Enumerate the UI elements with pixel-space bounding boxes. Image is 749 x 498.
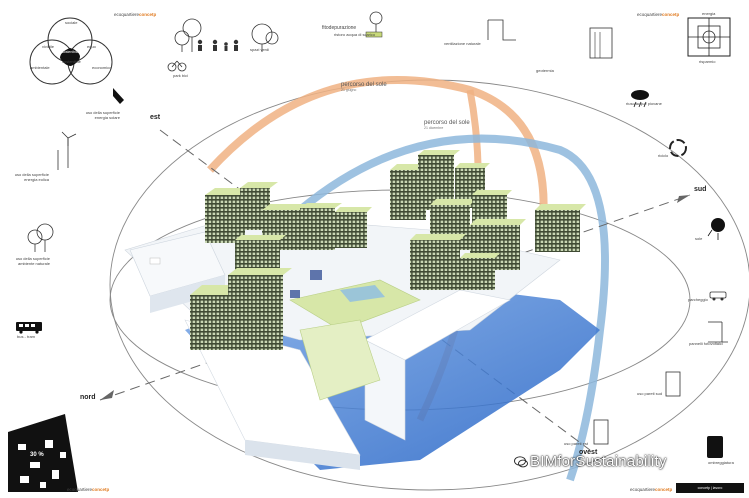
label-surface-solar: uso della superficie energia solare — [85, 110, 120, 120]
footer-box: concetp | lavoro — [676, 483, 744, 493]
green-ramp — [299, 319, 381, 401]
tower-cluster-left — [205, 182, 372, 270]
label-recycle: riciclo — [658, 153, 669, 158]
slab-left-side — [150, 275, 225, 313]
label-rain: riuso acque piovane — [626, 101, 662, 106]
trees-icon-top — [174, 18, 202, 52]
ventilation-icon — [487, 19, 516, 41]
label-energy-sub: risparmio — [699, 59, 716, 64]
site-plan-thumbnail — [8, 414, 78, 492]
venn-label-sostenibile: sostenibile — [62, 59, 81, 64]
courtyard-void-3 — [290, 290, 300, 298]
bicycle-icon — [167, 60, 187, 72]
label-park: park bici — [173, 73, 188, 78]
label-people: spazi verdi — [250, 47, 270, 52]
arrow-nord — [100, 390, 114, 400]
label-shading: ombreggiatura — [708, 460, 734, 465]
label-bus: bus - tram — [17, 334, 36, 339]
courtyard-void-2 — [310, 270, 322, 280]
venn-label-ambientale: ambientale — [30, 65, 50, 70]
venn-label-economico: economico — [92, 65, 112, 70]
car-icon — [709, 291, 727, 301]
wind-turbine-icon — [57, 131, 77, 170]
venn-center: sostenibilità — [62, 50, 81, 54]
label-parking: parcheggio — [688, 297, 708, 302]
trees-icon-top-right — [251, 23, 279, 52]
energy-compass-icon — [687, 17, 731, 57]
plan-percent: 30 % — [30, 452, 44, 458]
direction-sud: sud — [694, 186, 707, 193]
brand-bottom-left: ecoquartiereconcetp — [67, 487, 110, 492]
rain-icon — [631, 90, 649, 108]
water-pool — [340, 285, 385, 302]
wall-south-icon — [665, 371, 681, 397]
tower-cluster-front — [190, 268, 292, 350]
slab-front-side — [245, 440, 360, 470]
green-court — [289, 279, 421, 331]
venn-label-vivibile: vivibile — [42, 44, 55, 49]
wall-east-icon — [593, 419, 609, 445]
label-energy: energia — [702, 11, 716, 16]
recycle-icon — [669, 139, 687, 157]
label-geothermal: geotermia — [536, 68, 554, 73]
label-ventilation: ventilazione naturale — [444, 41, 481, 46]
bus-icon — [16, 322, 42, 334]
label-wall-east: uso pareti est — [564, 441, 589, 446]
people-icon — [197, 39, 239, 51]
facade-icon — [708, 321, 728, 343]
label-facade: pannelli fotovoltaici — [689, 341, 723, 346]
direction-nord: nord — [80, 394, 96, 401]
venn-diagram — [29, 17, 113, 85]
sun-icon — [711, 218, 725, 232]
venn-label-sociale: sociale — [65, 20, 78, 25]
wechat-icon — [514, 456, 528, 468]
label-green-surface: uso della superficie ambiente naturale — [15, 256, 50, 266]
courtyard-void-1 — [149, 257, 161, 265]
brand-top-left: ecoquartiereconcetp — [114, 12, 157, 17]
label-wall-south: uso pareti sud — [637, 391, 663, 396]
phyto-icon — [365, 11, 383, 38]
label-wind: uso della superficie energia eolica — [14, 172, 49, 182]
trees-icon-left — [27, 223, 54, 252]
watermark-text: BIMforSustainability — [530, 453, 667, 470]
label-fitodepurazione: fitodepurazione — [322, 25, 357, 31]
sun-path-summer — [207, 76, 548, 251]
tower-cluster-right — [390, 150, 586, 290]
geothermal-icon — [589, 27, 613, 59]
venn-label-equo: equo — [87, 44, 96, 49]
solar-panel-icon — [113, 88, 124, 104]
sun-path-winter — [297, 134, 609, 482]
axis-est-ovest — [159, 129, 591, 451]
direction-est: est — [150, 114, 161, 121]
phone-icon — [707, 436, 723, 458]
brand-bottom-right: ecoquartiereconcetp — [630, 487, 673, 492]
brand-top-right: ecoquartiereconcetp — [637, 12, 680, 17]
arrow-sud — [677, 195, 690, 203]
label-fitodepurazione-sub: ristoro acqua di scarico — [334, 32, 376, 37]
direction-ovest: ovest — [579, 449, 598, 456]
label-sun: sole — [695, 236, 703, 241]
